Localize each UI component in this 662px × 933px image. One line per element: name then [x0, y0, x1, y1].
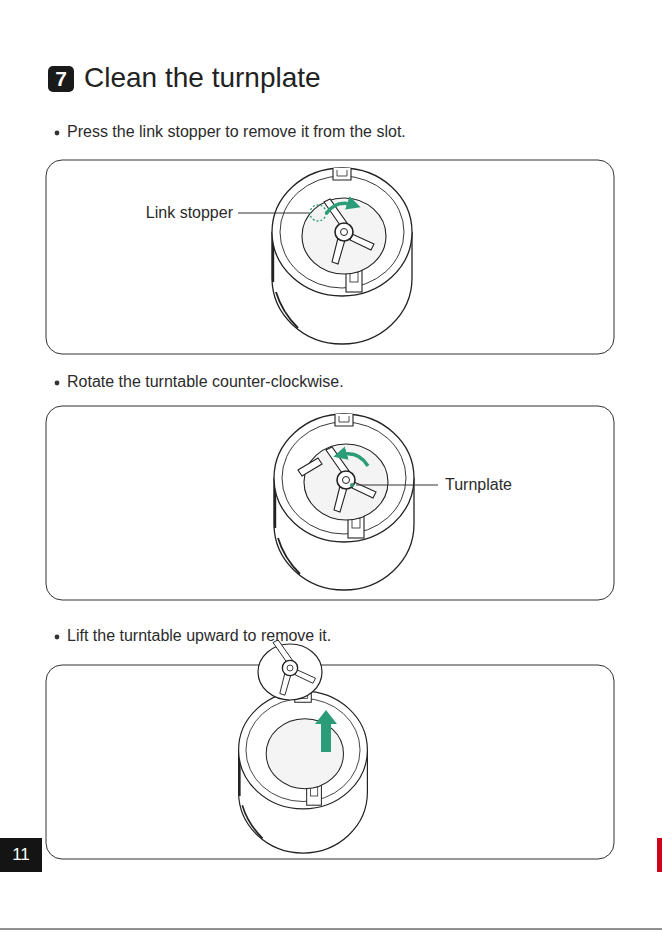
step-instruction: Press the link stopper to remove it from… — [67, 123, 406, 141]
bin-cylinder — [274, 414, 414, 590]
turnplate-blade — [298, 458, 322, 476]
node-text: 11 — [12, 845, 30, 865]
leader-dot — [350, 483, 354, 487]
bin-cylinder — [239, 691, 368, 853]
bullet-dot — [55, 131, 60, 136]
section-title: Clean the turnplate — [84, 62, 321, 94]
rotate-arrow — [326, 203, 354, 214]
edge-tab — [657, 838, 662, 872]
node-text: 7 — [55, 67, 67, 91]
turnplate-part — [324, 199, 374, 264]
leader-line — [356, 485, 438, 486]
bin-cylinder — [272, 168, 412, 344]
part-label: Turnplate — [445, 476, 512, 494]
step-panel — [46, 160, 614, 354]
step-panel — [46, 406, 614, 600]
bullet-dot — [55, 635, 60, 640]
part-label: Link stopper — [146, 204, 233, 222]
stopper-highlight — [310, 205, 326, 221]
lift-arrow — [315, 710, 337, 752]
rotate-arrow — [340, 454, 368, 466]
page-rule — [0, 929, 662, 930]
turnplate-part — [326, 447, 376, 512]
turnplate-part — [273, 640, 316, 695]
step-panel — [46, 665, 614, 859]
step-instruction: Lift the turntable upward to remove it. — [67, 627, 331, 645]
bullet-dot — [55, 381, 60, 386]
leader-line — [238, 213, 309, 214]
step-badge: 7 — [48, 66, 74, 92]
page-number: 11 — [0, 838, 42, 872]
step-instruction: Rotate the turntable counter-clockwise. — [67, 373, 344, 391]
